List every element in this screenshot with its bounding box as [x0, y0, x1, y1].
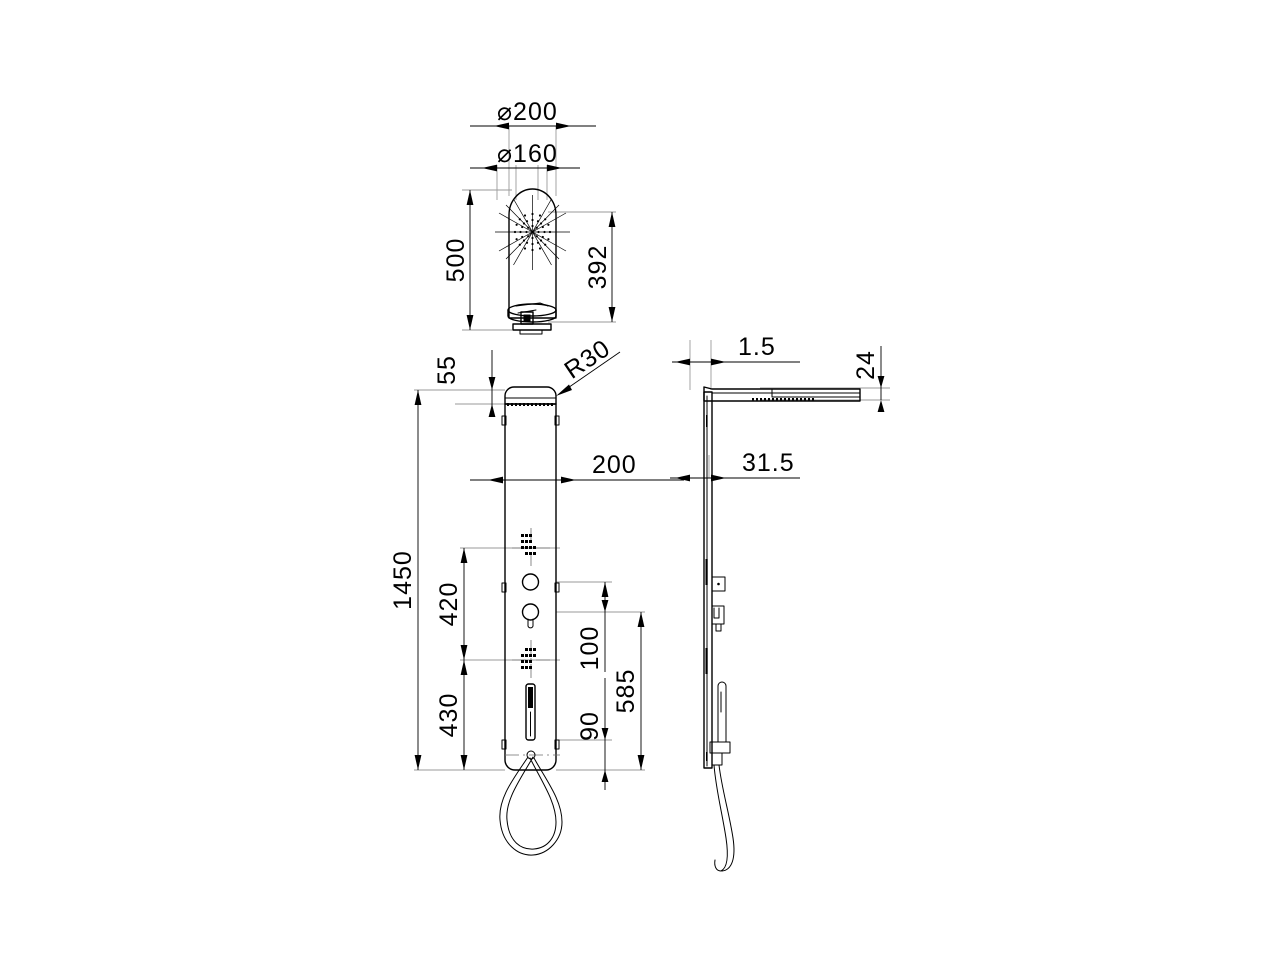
- dimension-r30: R30: [556, 334, 621, 396]
- dim-label-392: 392: [584, 245, 612, 290]
- dim-label-1-5: 1.5: [738, 333, 776, 361]
- dim-label-585: 585: [612, 669, 640, 714]
- dimension-100: 100: [576, 582, 609, 672]
- dim-label-dia-160: ⌀160: [497, 140, 558, 168]
- dimension-500: 500: [442, 190, 474, 330]
- dimension-90: 90: [576, 678, 609, 790]
- dimension-dia-200: ⌀200: [470, 98, 596, 130]
- dim-label-500: 500: [442, 238, 470, 283]
- dimension-392: 392: [584, 212, 616, 322]
- dim-label-55: 55: [433, 355, 461, 385]
- side-detail-notch-lower: [706, 752, 708, 761]
- dimension-55: 55: [433, 350, 496, 417]
- side-view-extension-lines: [689, 340, 890, 478]
- control-knob-upper: [521, 573, 540, 591]
- dim-label-90: 90: [576, 711, 604, 741]
- side-control-knob-upper: [711, 576, 726, 592]
- panel-profile-side: [703, 391, 713, 769]
- dim-label-100: 100: [576, 626, 604, 671]
- dim-label-31-5: 31.5: [742, 449, 795, 477]
- front-elevation-view: 55 R30 200 1450: [389, 334, 684, 856]
- dimension-1450: 1450: [389, 390, 422, 770]
- dim-label-r30: R30: [559, 334, 615, 385]
- dimension-430: 430: [435, 660, 468, 770]
- rain-outlet-band: [507, 403, 553, 406]
- side-jet-groove-upper: [705, 559, 708, 585]
- dimension-24: 24: [852, 346, 885, 412]
- shower-hose-loop: [499, 756, 563, 856]
- rain-head-perforations: [752, 398, 814, 401]
- dimension-dia-160: ⌀160: [470, 140, 580, 172]
- side-detail-notch-upper: [706, 415, 708, 427]
- side-elevation-view: 1.5 24 31.5: [670, 333, 890, 872]
- mounting-tab-lower: [501, 739, 560, 750]
- control-knob-lower: [521, 603, 540, 629]
- side-jet-groove-lower: [705, 648, 708, 674]
- panel-body-front: [499, 386, 563, 856]
- dim-label-dia-200: ⌀200: [497, 98, 558, 126]
- handshower-wand-side: [717, 681, 727, 743]
- dim-label-24: 24: [852, 350, 880, 380]
- dimension-31-5: 31.5: [670, 449, 800, 482]
- body-jet-cluster-lower: [512, 640, 552, 682]
- dim-label-200-width: 200: [592, 451, 637, 479]
- spray-holes: [513, 212, 552, 252]
- dim-label-420: 420: [435, 582, 463, 627]
- mounting-tab-middle: [501, 582, 560, 593]
- dimension-585: 585: [612, 612, 645, 770]
- wand-holder-bracket-side: [709, 741, 731, 766]
- dimension-420: 420: [435, 548, 468, 660]
- dimension-1-5: 1.5: [672, 333, 800, 366]
- mounting-tab-upper: [501, 415, 560, 426]
- shower-arm-bracket: [507, 302, 557, 335]
- spray-pattern: [495, 195, 570, 270]
- top-plan-view: ⌀200 ⌀160 500 392: [442, 98, 616, 335]
- dimension-200-width: 200: [470, 451, 684, 484]
- body-jet-cluster-upper: [512, 528, 552, 568]
- shower-hose-side: [713, 764, 735, 872]
- overhead-arm-side: [703, 386, 861, 402]
- dim-label-1450: 1450: [389, 550, 417, 610]
- side-control-knob-lower: [711, 605, 725, 632]
- dim-label-430: 430: [435, 693, 463, 738]
- handshower-wand-front: [525, 683, 536, 741]
